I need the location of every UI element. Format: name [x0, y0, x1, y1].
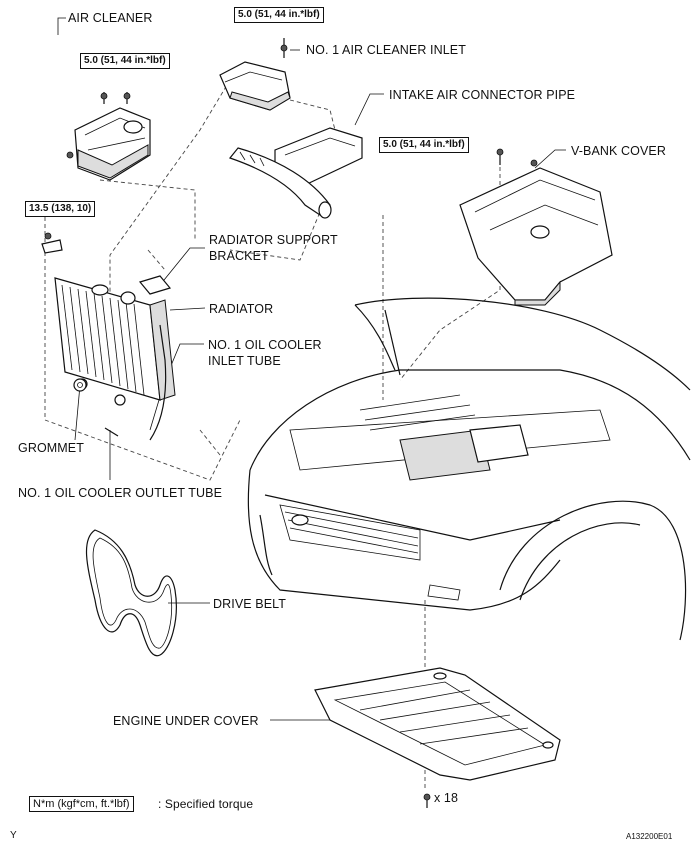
vehicle-drawing — [247, 297, 691, 641]
corner-mark: Y — [10, 830, 17, 841]
label-inlet-tube: INLET TUBE — [208, 354, 281, 368]
v-bank-cover-drawing — [459, 148, 613, 306]
under-cover-drawing — [314, 667, 561, 808]
intake-pipe-drawing — [228, 127, 363, 219]
label-no1-air-cleaner-inlet: NO. 1 AIR CLEANER INLET — [306, 43, 466, 57]
figure-id: A132200E01 — [626, 832, 673, 841]
air-cleaner-inlet-drawing — [219, 38, 291, 111]
label-engine-under-cover: ENGINE UNDER COVER — [113, 714, 259, 728]
label-v-bank-cover: V-BANK COVER — [571, 144, 666, 158]
legend-text: : Specified torque — [158, 797, 254, 811]
air-cleaner-drawing — [66, 92, 151, 181]
label-radiator-support: RADIATOR SUPPORT — [209, 233, 338, 247]
torque-v-bank-cover: 5.0 (51, 44 in.*lbf) — [379, 137, 469, 153]
grommet-drawing — [73, 378, 87, 392]
legend-unit-box: N*m (kgf*cm, ft.*lbf) — [29, 796, 134, 812]
label-radiator: RADIATOR — [209, 302, 274, 316]
label-intake-air-connector-pipe: INTAKE AIR CONNECTOR PIPE — [389, 88, 576, 102]
label-bracket: BRACKET — [209, 249, 269, 263]
drive-belt-drawing — [85, 529, 177, 657]
leader-lines — [57, 17, 566, 721]
radiator-drawing — [41, 232, 176, 406]
label-no1-oil-cooler-outlet-tube: NO. 1 OIL COOLER OUTLET TUBE — [18, 486, 223, 500]
torque-radiator-bracket: 13.5 (138, 10) — [25, 201, 96, 217]
label-bolt-count: x 18 — [434, 791, 459, 805]
label-air-cleaner: AIR CLEANER — [68, 11, 153, 25]
torque-air-cleaner-inlet: 5.0 (51, 44 in.*lbf) — [234, 7, 324, 23]
label-drive-belt: DRIVE BELT — [213, 597, 287, 611]
label-grommet: GROMMET — [18, 441, 84, 455]
oil-cooler-tubes-drawing — [104, 324, 167, 441]
label-no1-oil-cooler: NO. 1 OIL COOLER — [208, 338, 322, 352]
torque-air-cleaner: 5.0 (51, 44 in.*lbf) — [80, 53, 170, 69]
